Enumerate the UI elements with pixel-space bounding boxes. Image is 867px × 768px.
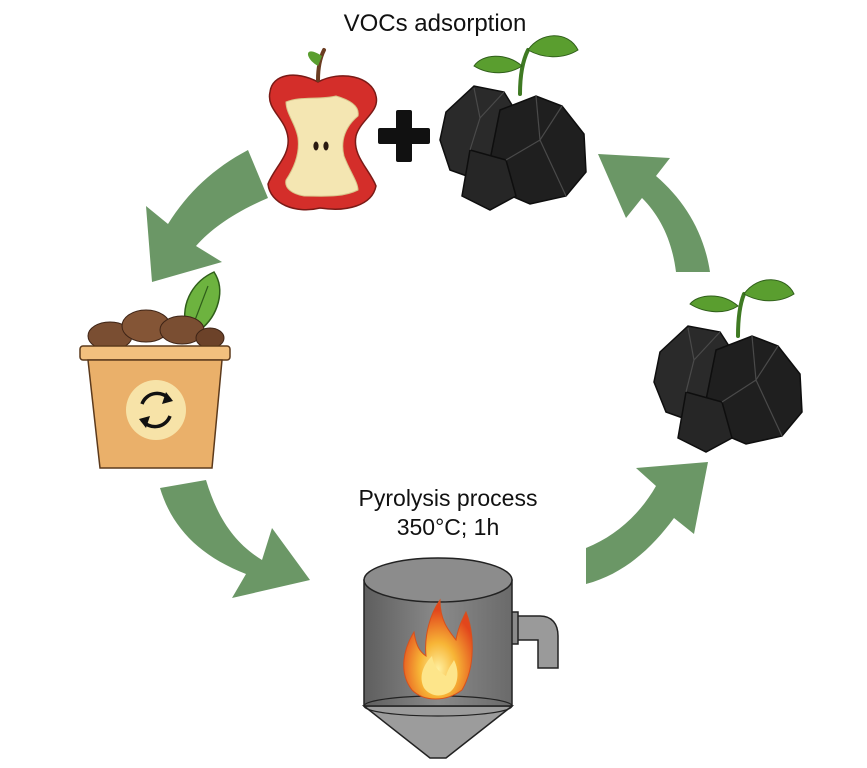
pyrolysis-label: Pyrolysis process 350°C; 1h <box>318 484 578 542</box>
compost-bin-icon <box>79 271 231 469</box>
biochar-sprout-icon-right <box>653 279 803 453</box>
flame-icon <box>403 598 473 700</box>
pyrolysis-title: Pyrolysis process <box>358 485 538 511</box>
plus-icon <box>378 110 430 162</box>
cycle-arrow-top-left <box>146 150 268 282</box>
cycle-arrow-top-right <box>598 154 710 272</box>
apple-core-icon <box>267 48 378 211</box>
vocs-adsorption-label: VOCs adsorption <box>343 10 527 37</box>
biochar-sprout-icon <box>439 35 587 211</box>
cycle-arrow-bottom-right <box>586 462 708 584</box>
recycle-icon <box>126 380 186 440</box>
pyrolysis-reactor-icon <box>361 557 559 759</box>
pyrolysis-conditions: 350°C; 1h <box>396 514 500 540</box>
cycle-arrow-bottom-left <box>160 480 310 598</box>
